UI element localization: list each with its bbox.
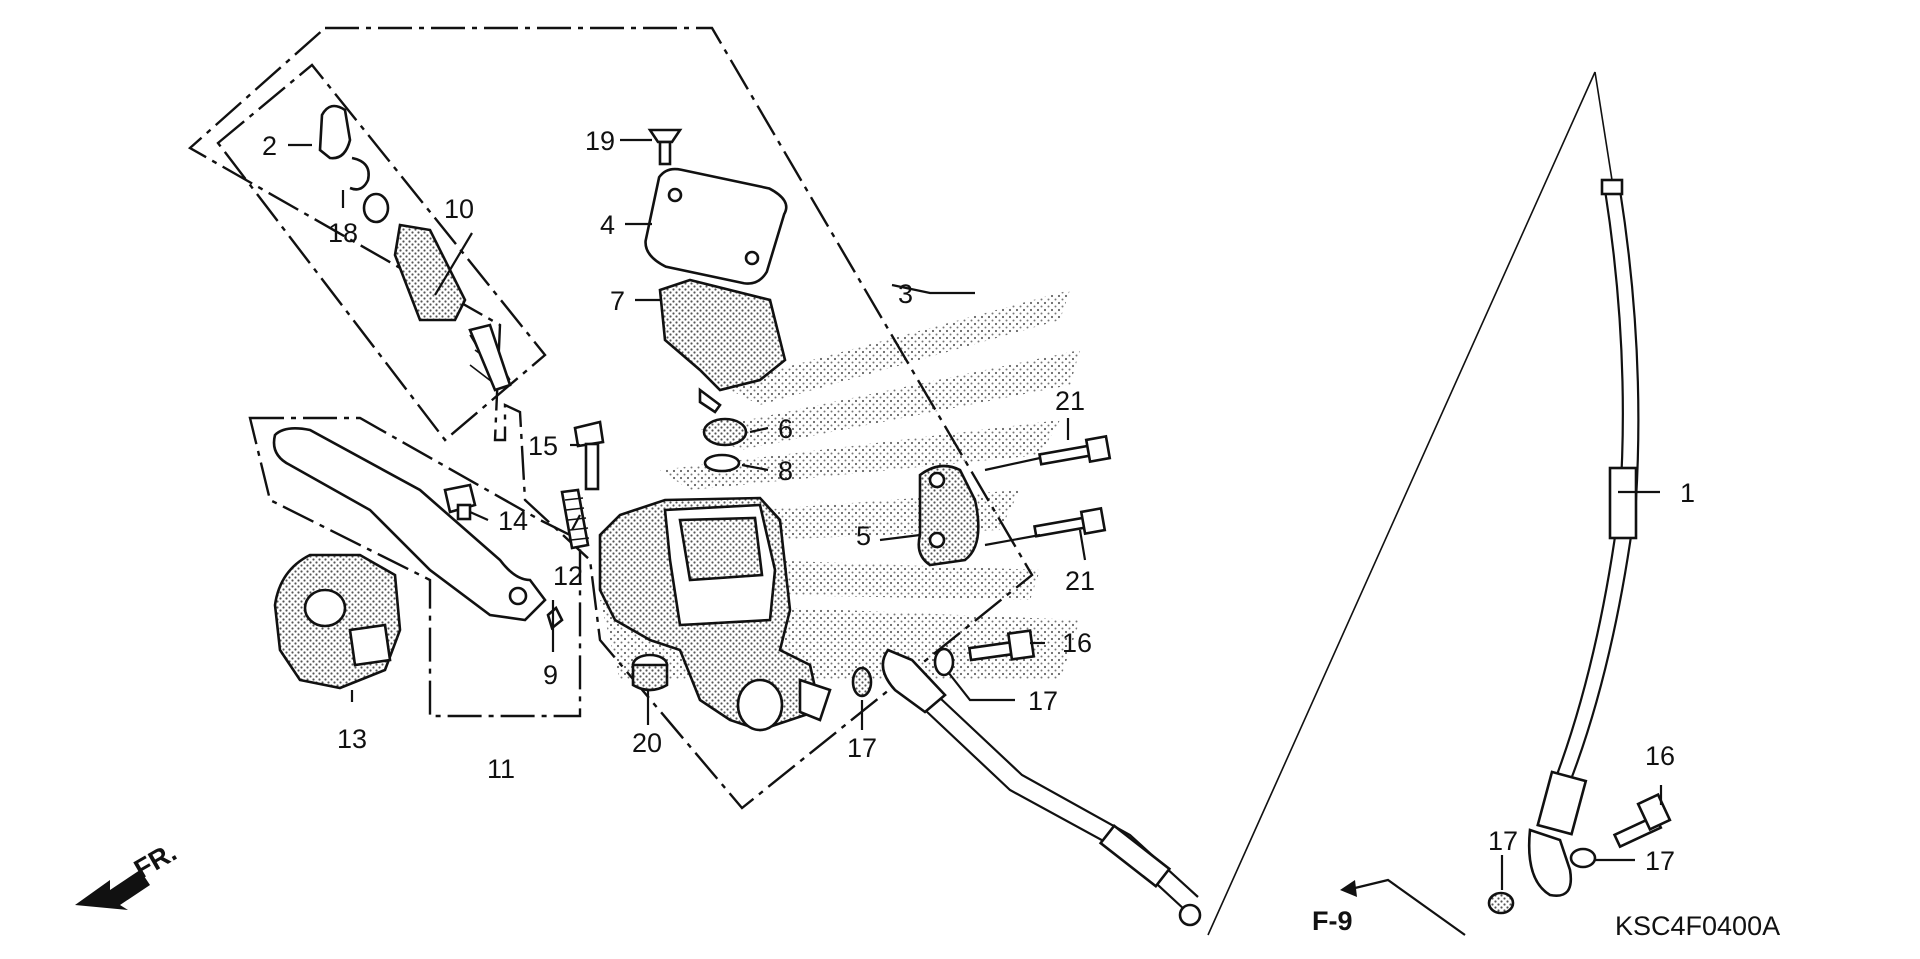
bolt-21-upper-shape: [1038, 434, 1112, 466]
reservoir-cap: [644, 167, 788, 285]
callout-15: 15: [528, 431, 558, 461]
callout-17-upper: 17: [1028, 686, 1058, 716]
lever-cover-13-shape: [273, 553, 402, 690]
callout-21-upper: 21: [1055, 386, 1085, 416]
callouts: 1 2 3 4 5 6 7 8 9 10 11 12 13 14 15 16 1…: [129, 126, 1780, 941]
hose-end-top: [1600, 178, 1624, 196]
callout-17-right: 17: [1645, 846, 1675, 876]
hose-fitting-mid: [1098, 823, 1172, 889]
reference-label: F-9: [1312, 906, 1353, 936]
piston-10-shape: [393, 223, 467, 322]
callout-14: 14: [498, 506, 528, 536]
group-outlines: [187, 26, 1034, 810]
washer-17-left-shape: [851, 666, 873, 698]
callout-10: 10: [444, 194, 474, 224]
callout-5: 5: [856, 521, 871, 551]
screw-19-shape: [647, 128, 683, 166]
washer-17-lower-shape: [1487, 891, 1515, 915]
circlip-18-shape: [349, 156, 370, 191]
reservoir-parts: [644, 167, 788, 414]
pin-9-shape: [546, 605, 564, 631]
callout-4: 4: [600, 210, 615, 240]
bolt-16-upper-shape: [967, 629, 1036, 662]
bolt-21-lower-shape: [1033, 506, 1107, 538]
callout-17-lower: 17: [1488, 826, 1518, 856]
callout-1: 1: [1680, 478, 1695, 508]
callout-13: 13: [337, 724, 367, 754]
callout-17-left: 17: [847, 733, 877, 763]
callout-18: 18: [328, 218, 358, 248]
callout-20: 20: [632, 728, 662, 758]
callout-19: 19: [585, 126, 615, 156]
leader-lines: [288, 138, 1663, 890]
bleeder-20-shape: [631, 653, 669, 692]
piston-assembly: [318, 104, 512, 392]
callout-12: 12: [553, 561, 583, 591]
holder-5-shape: [917, 464, 980, 567]
callout-16-upper: 16: [1062, 628, 1092, 658]
callout-11: 11: [487, 754, 515, 784]
callout-21-lower: 21: [1065, 566, 1095, 596]
washer-17-upper-shape: [933, 647, 955, 677]
callout-7: 7: [610, 286, 625, 316]
hose-sleeve: [1608, 466, 1638, 540]
cap-screw-hole-b: [744, 250, 760, 266]
reservoir-diaphragm: [658, 278, 787, 392]
callout-8: 8: [778, 456, 793, 486]
callout-3: 3: [898, 279, 913, 309]
hose-fitting-lower: [1536, 770, 1588, 836]
brake-hose-assembly: [881, 71, 1640, 936]
hose-banjo-lower: [1527, 828, 1573, 897]
ring-8-shape: [703, 453, 741, 473]
plate-6-shape: [702, 417, 748, 447]
reference-arrow: [1340, 878, 1466, 936]
callout-9: 9: [543, 660, 558, 690]
boot-2-shape: [318, 104, 352, 160]
diagram-code: KSC4F0400A: [1615, 911, 1780, 941]
washer-17-right-shape: [1569, 847, 1597, 869]
pivot-bolt-15-shape: [573, 420, 605, 491]
hose-banjo-upper: [881, 648, 947, 714]
brake-lever-shape: [272, 427, 547, 622]
callout-16-lower: 16: [1645, 741, 1675, 771]
cap-screw-hole-a: [667, 187, 683, 203]
front-direction-arrow-icon: [75, 870, 150, 910]
nut-14-stem: [456, 503, 472, 521]
hose-end-bottom: [1178, 903, 1202, 927]
callout-2: 2: [262, 131, 277, 161]
callout-6: 6: [778, 414, 793, 444]
washer-shape: [362, 192, 390, 224]
master-cylinder-body: [598, 496, 832, 732]
